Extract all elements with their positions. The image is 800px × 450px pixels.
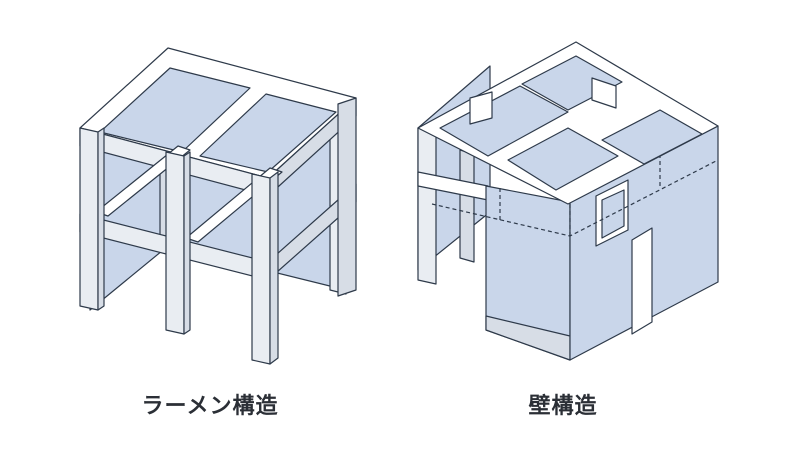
wall-top-rim	[417, 41, 719, 205]
rahmen-structure-caption: ラーメン構造	[141, 394, 279, 419]
wall-structure-figure	[417, 41, 719, 361]
wall-right-face	[569, 125, 719, 361]
wall-inner-windows	[469, 77, 617, 125]
wall-front-face	[485, 185, 571, 361]
wall-hidden-lines	[431, 156, 719, 237]
wall-structure-caption: 壁構造	[528, 394, 598, 419]
rahmen-structure-figure	[79, 47, 357, 365]
rahmen-front-columns	[79, 97, 357, 365]
